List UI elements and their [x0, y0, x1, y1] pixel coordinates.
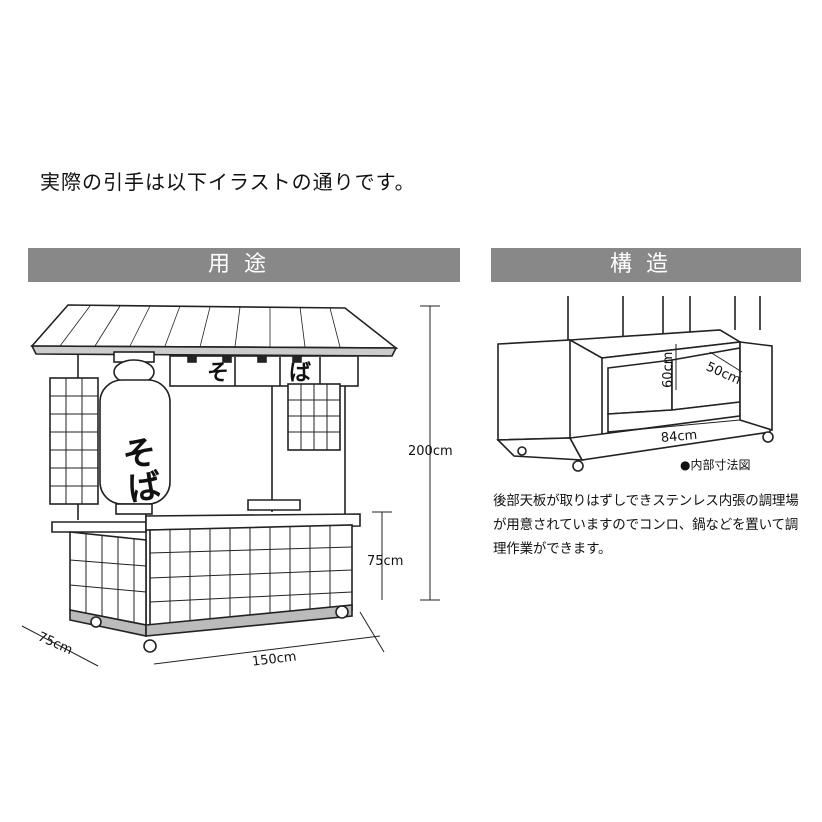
- structure-header: 構造: [491, 248, 801, 282]
- counter-height-dim-label: 75cm: [367, 554, 403, 569]
- intro-text: 実際の引手は以下イラストの通りです。: [40, 170, 416, 194]
- usage-header: 用途: [28, 248, 460, 282]
- depth-dim-label: 75cm: [35, 630, 74, 658]
- inner-dimension-note: ●内部寸法図: [680, 458, 751, 472]
- lantern-text: そば: [114, 433, 163, 506]
- stall-illustration: [30, 304, 399, 653]
- noren-char-1: そ: [207, 361, 229, 386]
- inner-width-dim-label: 84cm: [660, 428, 698, 446]
- width-dim-label: 150cm: [251, 649, 297, 669]
- height-dim-label: 200cm: [408, 444, 453, 459]
- inner-height-dim-label: 60cm: [661, 352, 676, 388]
- noren-char-2: ば: [289, 361, 311, 386]
- dimension-lines: [21, 305, 440, 667]
- structure-description: 後部天板が取りはずしできステンレス内張の調理場が用意されていますのでコンロ、鍋な…: [493, 493, 799, 557]
- structure-illustration: [496, 296, 774, 472]
